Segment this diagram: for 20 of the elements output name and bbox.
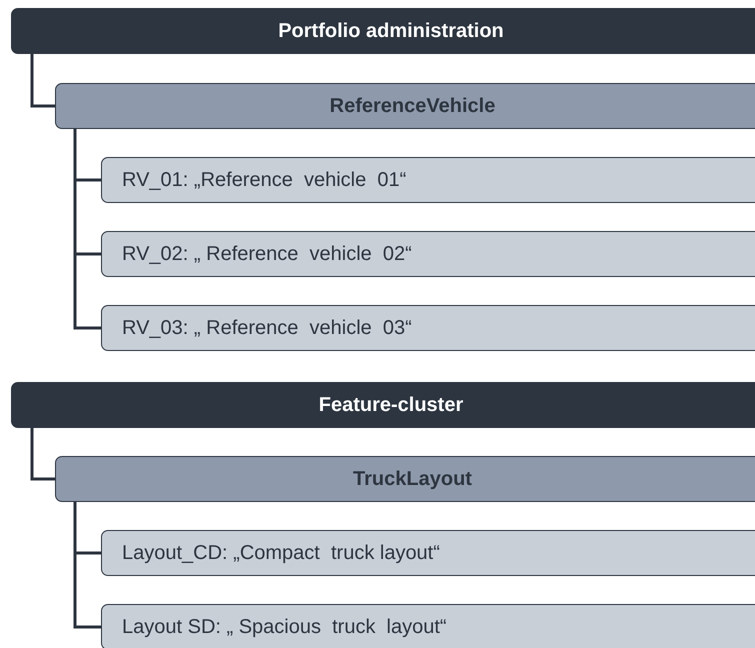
item-box bbox=[101, 157, 755, 203]
node-label: ReferenceVehicle bbox=[330, 94, 496, 118]
node-label: RV_03: „ Reference vehicle 03“ bbox=[122, 316, 412, 340]
node-label: Layout SD: „ Spacious truck layout“ bbox=[122, 616, 447, 638]
node-label: TruckLayout bbox=[353, 468, 472, 490]
node-label: RV_01: „Reference vehicle 01“ bbox=[122, 168, 406, 192]
category-box bbox=[55, 83, 755, 129]
item-box bbox=[101, 231, 755, 277]
node-label: Feature-cluster bbox=[318, 394, 464, 416]
section-header-bar bbox=[11, 8, 755, 54]
item-box bbox=[101, 530, 755, 576]
item-box bbox=[101, 305, 755, 351]
tree-connector bbox=[30, 428, 55, 480]
item-box bbox=[101, 604, 755, 648]
node-label: RV_02: „ Reference vehicle 02“ bbox=[122, 242, 412, 266]
node-label: Portfolio administration bbox=[278, 20, 504, 42]
node-label: Layout_CD: „Compact truck layout“ bbox=[122, 542, 440, 564]
category-box bbox=[55, 456, 755, 502]
section-header-bar bbox=[11, 382, 755, 428]
tree-connector bbox=[30, 54, 55, 108]
